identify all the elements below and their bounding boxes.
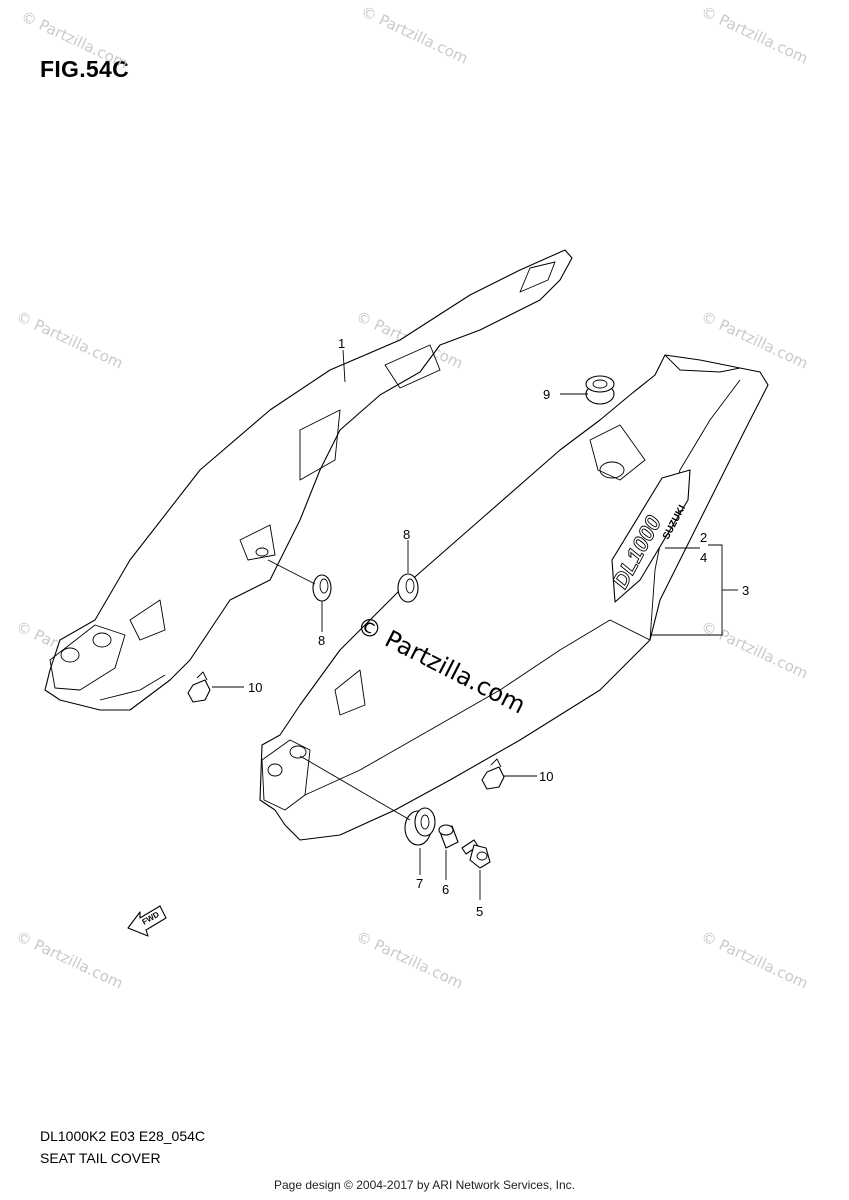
part-8-cushion-left[interactable] (312, 574, 332, 602)
part-6-spacer[interactable] (438, 824, 459, 849)
part-8-cushion-center[interactable] (397, 573, 419, 603)
part-10-clip-left[interactable] (187, 671, 211, 703)
callout-labels: 1 2 4 3 9 8 8 10 10 7 6 5 (248, 336, 749, 919)
watermark: © Partzilla.com (698, 927, 811, 992)
watermark: © Partzilla.com (353, 927, 466, 992)
watermark: © Partzilla.com (13, 307, 126, 372)
watermark: © Partzilla.com (698, 2, 811, 67)
callout-7: 7 (416, 876, 423, 891)
figure-caption: SEAT TAIL COVER (40, 1150, 161, 1166)
callout-2: 2 (700, 530, 707, 545)
page-footer: Page design © 2004-2017 by ARI Network S… (273, 1178, 575, 1192)
fwd-arrow-icon: FWD (127, 905, 167, 937)
part-1-left-seat-tail-cover[interactable] (44, 249, 573, 711)
callout-8: 8 (318, 633, 325, 648)
watermark: © Partzilla.com (698, 617, 811, 682)
callout-9: 9 (543, 387, 550, 402)
callout-1: 1 (338, 336, 345, 351)
watermark: © Partzilla.com (18, 7, 131, 72)
model-code: DL1000K2 E03 E28_054C (40, 1128, 206, 1144)
part-7-cushion[interactable] (404, 807, 436, 846)
callout-5: 5 (476, 904, 483, 919)
figure-title: FIG.54C (40, 56, 130, 82)
watermark: © Partzilla.com (358, 2, 471, 67)
callout-8: 8 (403, 527, 410, 542)
part-9-grommet[interactable] (585, 375, 615, 405)
callout-6: 6 (442, 882, 449, 897)
callout-3: 3 (742, 583, 749, 598)
leader-lines (212, 349, 738, 900)
watermark: © Partzilla.com (13, 927, 126, 992)
part-5-bolt[interactable] (461, 839, 491, 869)
callout-4: 4 (700, 550, 707, 565)
part-10-clip-right[interactable] (481, 758, 505, 790)
callout-10: 10 (539, 769, 553, 784)
callout-10: 10 (248, 680, 262, 695)
